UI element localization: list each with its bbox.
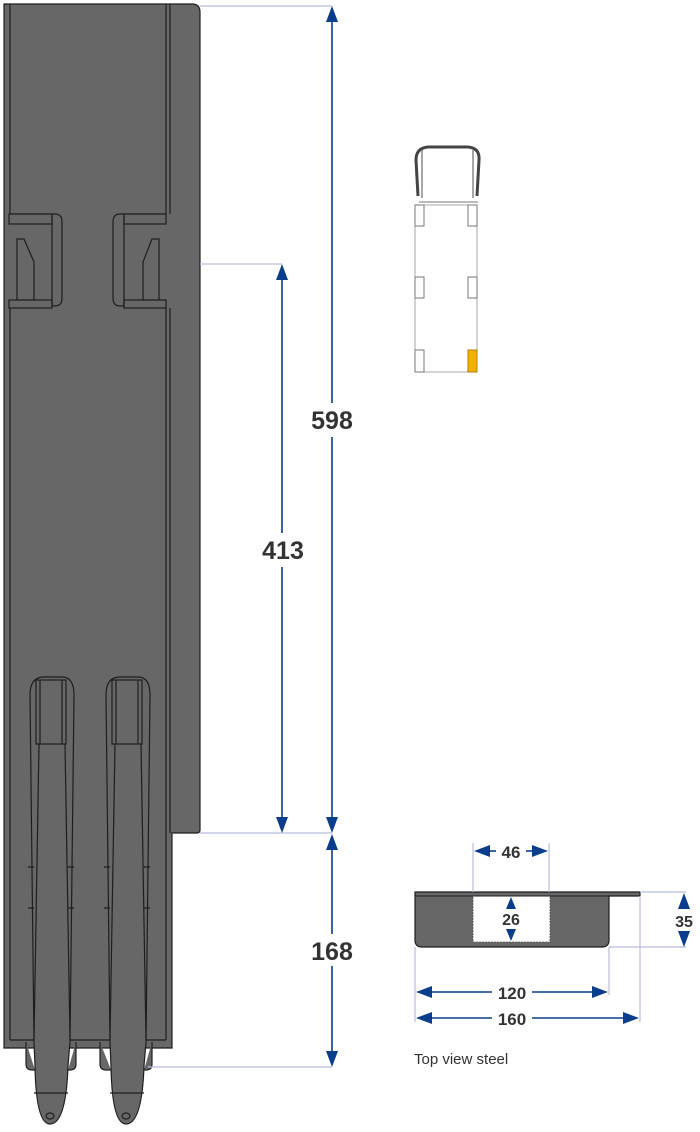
dimension-label-26: 26 <box>502 912 520 929</box>
dimension-26: 26 <box>502 897 520 941</box>
dimension-label-598: 598 <box>311 407 353 435</box>
dimension-label-160: 160 <box>498 1010 526 1029</box>
dimension-413: 413 <box>262 264 304 833</box>
dimension-label-120: 120 <box>498 984 526 1003</box>
highlighted-position <box>467 349 478 373</box>
dimension-label-35: 35 <box>675 914 693 931</box>
arrow-down-icon <box>326 817 338 833</box>
arrow-left-icon <box>474 845 490 857</box>
arrow-up-icon <box>326 6 338 22</box>
left-hanger <box>25 676 77 1125</box>
arrow-down-icon <box>506 929 516 941</box>
arrow-left-icon <box>416 986 432 998</box>
arrow-right-icon <box>623 1012 639 1024</box>
dimension-168: 168 <box>311 834 353 1067</box>
top-view-dimensions: 46 26 35 120 160 <box>414 843 693 1029</box>
dimension-598: 598 <box>311 6 353 833</box>
dimension-label-168: 168 <box>311 938 353 966</box>
side-view-part <box>3 3 201 1125</box>
top-view-caption: Top view steel <box>414 1051 509 1068</box>
arrow-up-icon <box>326 834 338 850</box>
arrow-down-icon <box>276 817 288 833</box>
dimension-160: 160 <box>416 1010 639 1029</box>
arrow-down-icon <box>678 931 690 947</box>
dimension-46: 46 <box>474 843 548 862</box>
top-view-part <box>414 891 641 948</box>
dimension-35: 35 <box>675 893 693 947</box>
arrow-up-icon <box>678 893 690 909</box>
arrow-left-icon <box>416 1012 432 1024</box>
cabinet-position-icon <box>414 145 481 373</box>
side-view-dimensions: 598 413 168 <box>148 5 353 1068</box>
arrow-up-icon <box>506 897 516 909</box>
dimension-label-413: 413 <box>262 537 304 565</box>
arrow-right-icon <box>532 845 548 857</box>
right-hanger <box>99 676 153 1125</box>
arrow-up-icon <box>276 264 288 280</box>
dimension-120: 120 <box>416 984 608 1003</box>
arrow-down-icon <box>326 1051 338 1067</box>
arrow-right-icon <box>592 986 608 998</box>
dimension-label-46: 46 <box>502 843 521 862</box>
